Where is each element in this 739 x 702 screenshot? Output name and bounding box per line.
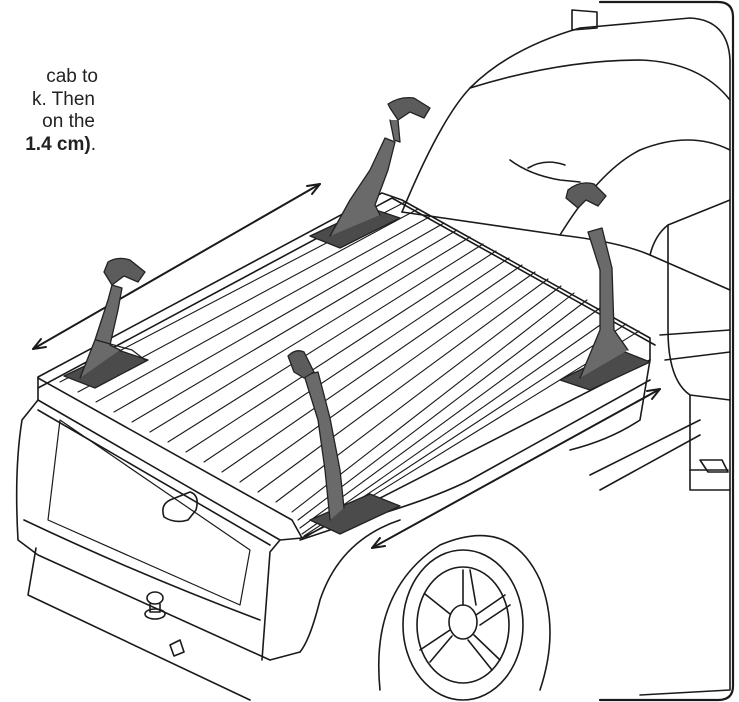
measurement-arrow-icon xyxy=(32,183,661,549)
panel-border xyxy=(598,0,735,702)
instruction-line-4: 1.4 cm). xyxy=(0,134,96,157)
instruction-line-2: k. Then xyxy=(31,88,95,110)
rear-wheel xyxy=(377,534,551,701)
instruction-text: cab to k. Then on the 1.4 cm). xyxy=(0,66,360,156)
line-end: . xyxy=(90,133,96,155)
instruction-line-3: on the xyxy=(42,111,95,132)
measurement-value: 1.4 cm) xyxy=(25,133,91,155)
truck-bed-body xyxy=(15,359,701,701)
cover-slats xyxy=(59,201,640,538)
instruction-line-1: cab to xyxy=(46,66,98,87)
rack-tower-icon xyxy=(63,96,651,535)
tow-hitch xyxy=(144,591,166,620)
truck-cab xyxy=(401,9,731,696)
